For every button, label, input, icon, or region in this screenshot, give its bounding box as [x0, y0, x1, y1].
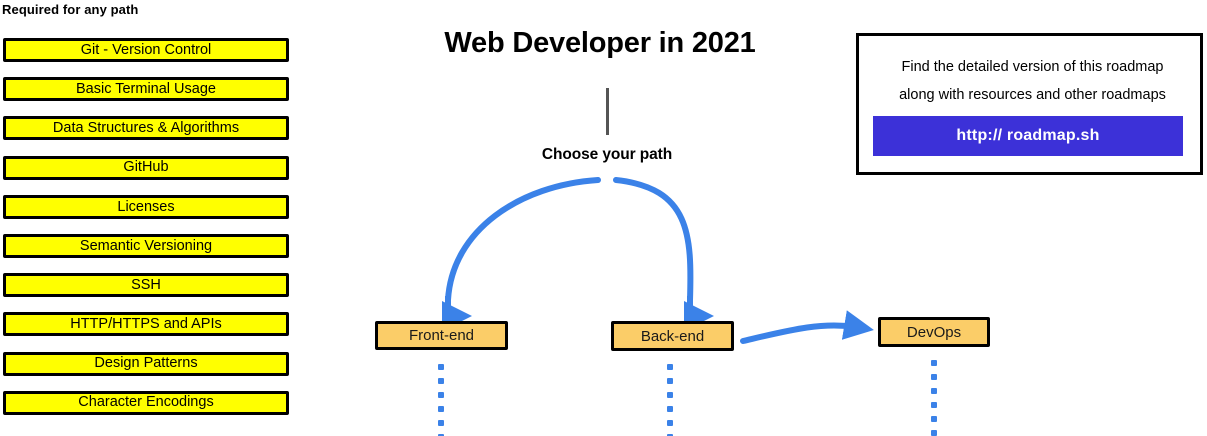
path-node-label: Back-end: [640, 327, 705, 345]
required-item[interactable]: Basic Terminal Usage: [3, 77, 289, 102]
required-item[interactable]: GitHub: [3, 155, 289, 180]
required-item-label: GitHub: [123, 159, 169, 176]
required-item[interactable]: Semantic Versioning: [3, 233, 289, 258]
required-item-label: Design Patterns: [94, 355, 198, 372]
dotted-trail-devops: [931, 360, 937, 436]
required-item-label: Data Structures & Algorithms: [52, 120, 240, 137]
roadmap-info-panel: Find the detailed version of this roadma…: [856, 33, 1203, 175]
path-node-label: DevOps: [906, 323, 962, 341]
required-item[interactable]: Git - Version Control: [3, 38, 289, 62]
roadmap-info-line-1: Find the detailed version of this roadma…: [901, 59, 1164, 75]
required-item[interactable]: HTTP/HTTPS and APIs: [3, 312, 289, 337]
required-item-label: Character Encodings: [78, 394, 214, 411]
page-title: Web Developer in 2021: [444, 27, 756, 59]
dotted-trail-frontend: [438, 364, 444, 436]
required-items-list: Git - Version Control Basic Terminal Usa…: [3, 38, 289, 430]
required-item[interactable]: Data Structures & Algorithms: [3, 116, 289, 141]
required-item-label: HTTP/HTTPS and APIs: [70, 316, 222, 333]
roadmap-url-label: http:// roadmap.sh: [956, 127, 1100, 144]
dotted-trail-backend: [667, 364, 673, 436]
path-node-label: Front-end: [408, 327, 475, 344]
required-item[interactable]: Licenses: [3, 194, 289, 219]
required-item-label: Semantic Versioning: [79, 237, 213, 254]
required-item-label: SSH: [131, 276, 161, 293]
required-item-label: Licenses: [117, 198, 175, 215]
required-section-heading: Required for any path: [2, 2, 139, 17]
roadmap-info-line-2: along with resources and other roadmaps: [899, 87, 1166, 103]
required-item[interactable]: Character Encodings: [3, 390, 289, 415]
required-item[interactable]: Design Patterns: [3, 351, 289, 376]
path-node-backend[interactable]: Back-end: [611, 321, 734, 351]
path-node-devops[interactable]: DevOps: [878, 317, 990, 347]
path-node-frontend[interactable]: Front-end: [375, 321, 508, 350]
roadmap-url-button[interactable]: http:// roadmap.sh: [873, 116, 1183, 156]
trunk-connector-line: [606, 88, 609, 135]
required-item[interactable]: SSH: [3, 273, 289, 298]
choose-your-path-label: Choose your path: [541, 146, 673, 163]
required-item-label: Git - Version Control: [80, 41, 212, 58]
required-item-label: Basic Terminal Usage: [76, 80, 216, 97]
